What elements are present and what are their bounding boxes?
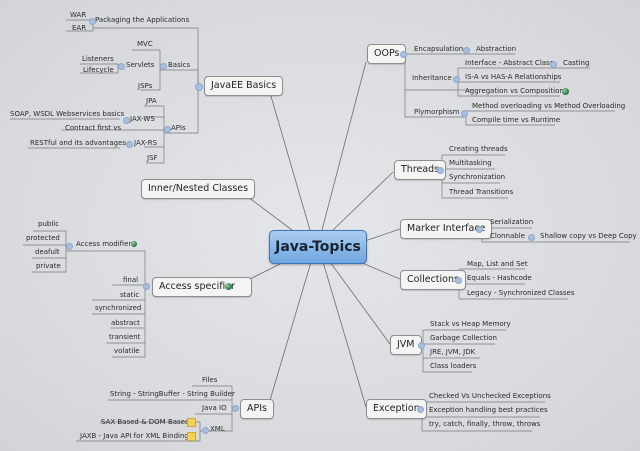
leaf-aggregation-composition[interactable]: Aggregation vs Composition	[465, 87, 564, 95]
leaf-transient[interactable]: transient	[109, 333, 141, 341]
leaf-java-io[interactable]: Java IO	[202, 404, 227, 412]
leaf-shallow-deep[interactable]: Shallow copy vs Deep Copy	[540, 232, 637, 240]
node-servlets[interactable]: Servlets	[126, 61, 155, 69]
leaf-map-list-set[interactable]: Map, List and Set	[467, 260, 528, 268]
collapse-dot-icon[interactable]	[418, 342, 425, 349]
collapse-dot-icon[interactable]	[164, 126, 171, 133]
leaf-isa-hasa[interactable]: IS-A vs HAS-A Relationships	[465, 73, 562, 81]
node-inheritance[interactable]: Inheritance	[412, 74, 452, 82]
leaf-abstract[interactable]: abstract	[111, 319, 140, 327]
collapse-dot-icon[interactable]	[437, 167, 444, 174]
note-icon[interactable]	[187, 418, 196, 427]
leaf-restful[interactable]: RESTful and its advantages	[30, 139, 127, 147]
node-interface-abstract[interactable]: Interface - Abstract Class	[465, 59, 554, 67]
collapse-dot-icon[interactable]	[400, 51, 407, 58]
leaf-casting[interactable]: Casting	[563, 59, 590, 67]
node-javaee-basics[interactable]: JavaEE Basics	[204, 76, 284, 96]
leaf-files[interactable]: Files	[202, 376, 218, 384]
node-packaging[interactable]: Packaging the Applications	[95, 16, 190, 24]
collapse-dot-icon[interactable]	[232, 405, 239, 412]
leaf-garbage-collection[interactable]: Garbage Collection	[430, 334, 497, 342]
leaf-soap-wsdl[interactable]: SOAP, WSDL Webservices basics	[10, 110, 125, 118]
leaf-compile-runtime[interactable]: Compile time vs Runtime	[472, 116, 561, 124]
leaf-jsf[interactable]: JSF	[147, 154, 158, 162]
leaf-lifecycle[interactable]: Lifecycle	[83, 66, 114, 74]
collapse-dot-icon[interactable]	[123, 117, 130, 124]
node-clonnable[interactable]: Clonnable	[490, 232, 525, 240]
leaf-private[interactable]: private	[36, 262, 61, 270]
leaf-jre-jvm-jdk[interactable]: JRE, JVM, JDK	[430, 348, 476, 356]
leaf-contract-first[interactable]: Contract first vs	[65, 124, 122, 132]
node-jvm[interactable]: JVM	[390, 335, 422, 355]
leaf-sax-dom[interactable]: SAX Based & DOM Based	[101, 418, 190, 426]
globe-icon	[131, 241, 137, 247]
leaf-jsps[interactable]: JSPs	[138, 82, 153, 90]
collapse-dot-icon[interactable]	[202, 427, 209, 434]
node-encapsulation[interactable]: Encapsulation	[414, 45, 464, 53]
collapse-dot-icon[interactable]	[455, 277, 462, 284]
leaf-jpa[interactable]: JPA	[146, 97, 157, 105]
node-marker-interface[interactable]: Marker Interface	[400, 219, 493, 239]
collapse-dot-icon[interactable]	[476, 226, 483, 233]
leaf-ear[interactable]: EAR	[72, 24, 87, 32]
leaf-stack-heap[interactable]: Stack vs Heap Memory	[430, 320, 511, 328]
node-access-specifier[interactable]: Access specifier	[152, 277, 252, 297]
root-node[interactable]: Java-Topics	[269, 230, 367, 264]
node-access-modifier[interactable]: Access modifier	[76, 240, 132, 248]
collapse-dot-icon[interactable]	[461, 110, 468, 117]
leaf-jaxb[interactable]: JAXB - Java API for XML Binding	[80, 432, 189, 440]
leaf-static[interactable]: static	[120, 291, 140, 299]
collapse-dot-icon[interactable]	[66, 243, 73, 250]
leaf-mvc[interactable]: MVC	[137, 40, 153, 48]
collapse-dot-icon[interactable]	[550, 61, 557, 68]
leaf-deafult[interactable]: deafult	[35, 248, 60, 256]
note-icon[interactable]	[187, 432, 196, 441]
collapse-dot-icon[interactable]	[195, 83, 203, 91]
collapse-dot-icon[interactable]	[126, 141, 133, 148]
leaf-final[interactable]: final	[123, 276, 139, 284]
globe-icon	[562, 88, 569, 95]
node-jaxws[interactable]: JAX-WS	[130, 115, 155, 123]
leaf-creating-threads[interactable]: Creating threads	[449, 145, 508, 153]
collapse-dot-icon[interactable]	[528, 234, 535, 241]
leaf-war[interactable]: WAR	[70, 11, 87, 19]
collapse-dot-icon[interactable]	[417, 406, 424, 413]
collapse-dot-icon[interactable]	[463, 47, 470, 54]
node-xml[interactable]: XML	[210, 425, 225, 433]
leaf-class-loaders[interactable]: Class loaders	[430, 362, 477, 370]
leaf-public[interactable]: public	[38, 220, 60, 228]
leaf-try-catch[interactable]: try, catch, finally, throw, throws	[429, 420, 541, 428]
leaf-best-practices[interactable]: Exception handling best practices	[429, 406, 548, 414]
leaf-equals-hashcode[interactable]: Equals - Hashcode	[467, 274, 532, 282]
collapse-dot-icon[interactable]	[453, 76, 460, 83]
globe-icon	[225, 283, 232, 290]
node-inner-nested-classes[interactable]: Inner/Nested Classes	[141, 179, 256, 199]
leaf-listeners[interactable]: Listeners	[82, 55, 114, 63]
collapse-dot-icon[interactable]	[118, 63, 125, 70]
node-apis[interactable]: APIs	[240, 399, 274, 419]
collapse-dot-icon[interactable]	[160, 63, 167, 70]
leaf-protected[interactable]: protected	[26, 234, 60, 242]
leaf-serialization[interactable]: Serialization	[490, 218, 534, 226]
leaf-multitasking[interactable]: Multitasking	[449, 159, 492, 167]
leaf-overloading[interactable]: Method overloading vs Method Overloading	[472, 102, 626, 110]
leaf-legacy-sync[interactable]: Legacy - Synchronized Classes	[467, 289, 575, 297]
node-basics[interactable]: Basics	[168, 61, 191, 69]
leaf-volatile[interactable]: volatile	[114, 347, 140, 355]
node-collections[interactable]: Collections	[400, 270, 466, 290]
leaf-abstraction[interactable]: Abstraction	[476, 45, 517, 53]
node-exception[interactable]: Exception	[366, 399, 427, 419]
leaf-string-buffer-builder[interactable]: String - StringBuffer - String Builder	[110, 390, 235, 398]
node-threads[interactable]: Threads	[394, 160, 447, 180]
collapse-dot-icon[interactable]	[143, 283, 150, 290]
leaf-synchronized[interactable]: synchronized	[95, 304, 142, 312]
leaf-checked-unchecked[interactable]: Checked Vs Unchecked Exceptions	[429, 392, 551, 400]
node-polymorphism[interactable]: Plymorphism	[414, 108, 460, 116]
leaf-synchronization[interactable]: Synchronization	[449, 173, 506, 181]
collapse-dot-icon[interactable]	[89, 18, 96, 25]
leaf-thread-transitions[interactable]: Thread Transitions	[449, 188, 514, 196]
node-jaxrs[interactable]: JAX-RS	[134, 139, 158, 147]
node-javaee-apis[interactable]: APIs	[171, 124, 186, 132]
